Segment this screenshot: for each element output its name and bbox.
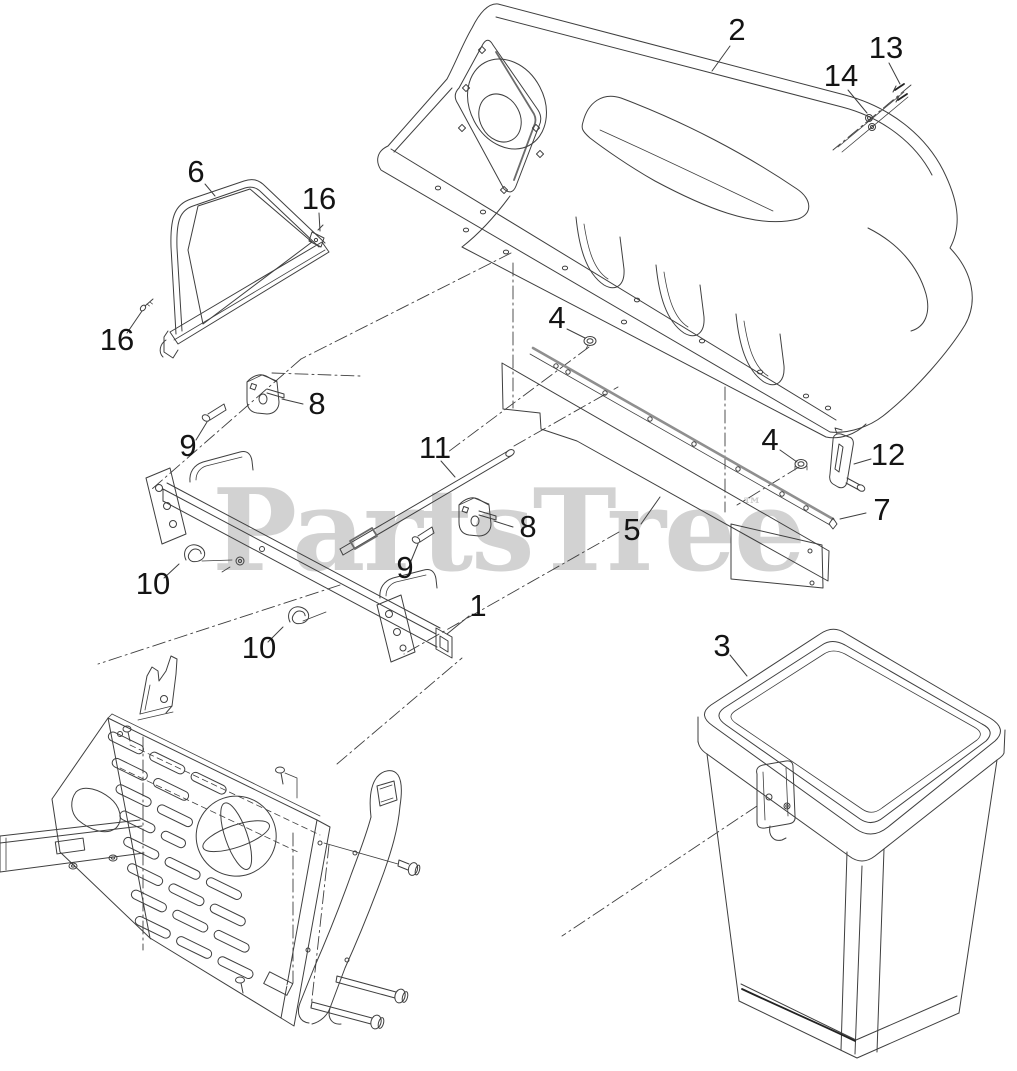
callout-label-7: 7	[873, 492, 890, 527]
lower-rail	[0, 819, 145, 873]
lower-screws	[122, 725, 298, 994]
callout-label-10: 10	[136, 566, 170, 601]
callout-label-2: 2	[728, 12, 745, 47]
container-latch	[756, 760, 796, 841]
part-3-container	[697, 628, 1006, 1059]
part-1-support-tube	[145, 451, 453, 663]
callout-leader-5	[640, 496, 661, 525]
callout-leader-4	[779, 449, 798, 463]
callout-label-10: 10	[242, 630, 276, 665]
hood-flange-holes	[434, 185, 832, 411]
lower-support-strap	[297, 770, 402, 1025]
callout-leader-11	[440, 460, 456, 478]
part-5-panel	[501, 362, 830, 589]
watermark-text: PartsTree	[212, 464, 804, 597]
callout-leader-3	[729, 654, 748, 677]
callout-leader-2	[711, 45, 731, 72]
callout-leader-8	[493, 520, 514, 528]
callout-label-16: 16	[302, 181, 336, 216]
callout-label-4: 4	[761, 422, 778, 457]
callout-leader-14	[847, 89, 868, 114]
callout-leader-7	[839, 512, 867, 520]
fan-cutout	[195, 795, 277, 877]
lower-chute-assembly	[0, 655, 421, 1030]
part-6-screen	[159, 179, 330, 359]
callout-leader-10	[163, 563, 180, 579]
part-2-hood-cover	[377, 3, 973, 439]
part-16-screw-top	[308, 224, 325, 248]
callout-leader-9	[410, 543, 419, 562]
watermark-trademark: ™	[742, 493, 762, 517]
callout-label-11: 11	[419, 430, 451, 465]
callout-leader-16	[126, 310, 143, 334]
callout-label-3: 3	[713, 628, 730, 663]
callout-label-9: 9	[396, 550, 413, 585]
part-16-screw-bottom	[139, 298, 154, 312]
callout-leader-1	[446, 615, 470, 635]
hood-ribs	[575, 216, 785, 386]
part-10-clip-right	[288, 606, 310, 625]
callout-label-13: 13	[869, 30, 903, 65]
callout-leader-12	[853, 458, 872, 465]
hood-inlet-plate	[454, 39, 547, 195]
lower-bolts	[310, 859, 421, 1030]
part-4-bolt-upper	[583, 336, 597, 350]
callout-leader-10	[267, 626, 284, 643]
callout-label-1: 1	[469, 588, 486, 623]
part-8-bracket-left	[246, 374, 285, 415]
lower-fork-bracket	[137, 655, 178, 721]
part-13-screws	[892, 83, 908, 103]
part-7-strap	[529, 346, 838, 530]
callout-label-8: 8	[308, 386, 325, 421]
callout-leader-8	[281, 398, 304, 405]
part-10-clip-left	[184, 544, 206, 563]
callout-label-5: 5	[623, 512, 640, 547]
part-11-rod	[339, 449, 515, 556]
part-12-latch	[829, 427, 866, 492]
callout-label-8: 8	[519, 509, 536, 544]
part-4-nut-right	[794, 459, 808, 471]
part-9-pin-right	[411, 526, 435, 544]
lower-plate	[51, 713, 331, 1027]
part-14-nuts	[865, 114, 876, 131]
callout-label-14: 14	[824, 58, 858, 93]
callout-leader-4	[566, 328, 586, 339]
callout-label-9: 9	[179, 428, 196, 463]
callouts-layer: 2 13 14 6 16 16 4 8 9 11 4 12 7 5 8 9 10 1 10 3	[100, 12, 905, 677]
callout-leader-16	[318, 212, 321, 232]
callout-label-4: 4	[548, 300, 565, 335]
part-9-pin-left	[201, 403, 227, 422]
plate-slots-and-fan	[107, 731, 277, 979]
callout-label-16: 16	[100, 322, 134, 357]
callout-label-6: 6	[187, 154, 204, 189]
callout-leader-9	[195, 421, 208, 441]
callout-leader-13	[888, 62, 901, 85]
part-8-bracket-right	[458, 497, 497, 537]
callout-label-12: 12	[871, 437, 905, 472]
callout-leader-6	[204, 183, 216, 197]
